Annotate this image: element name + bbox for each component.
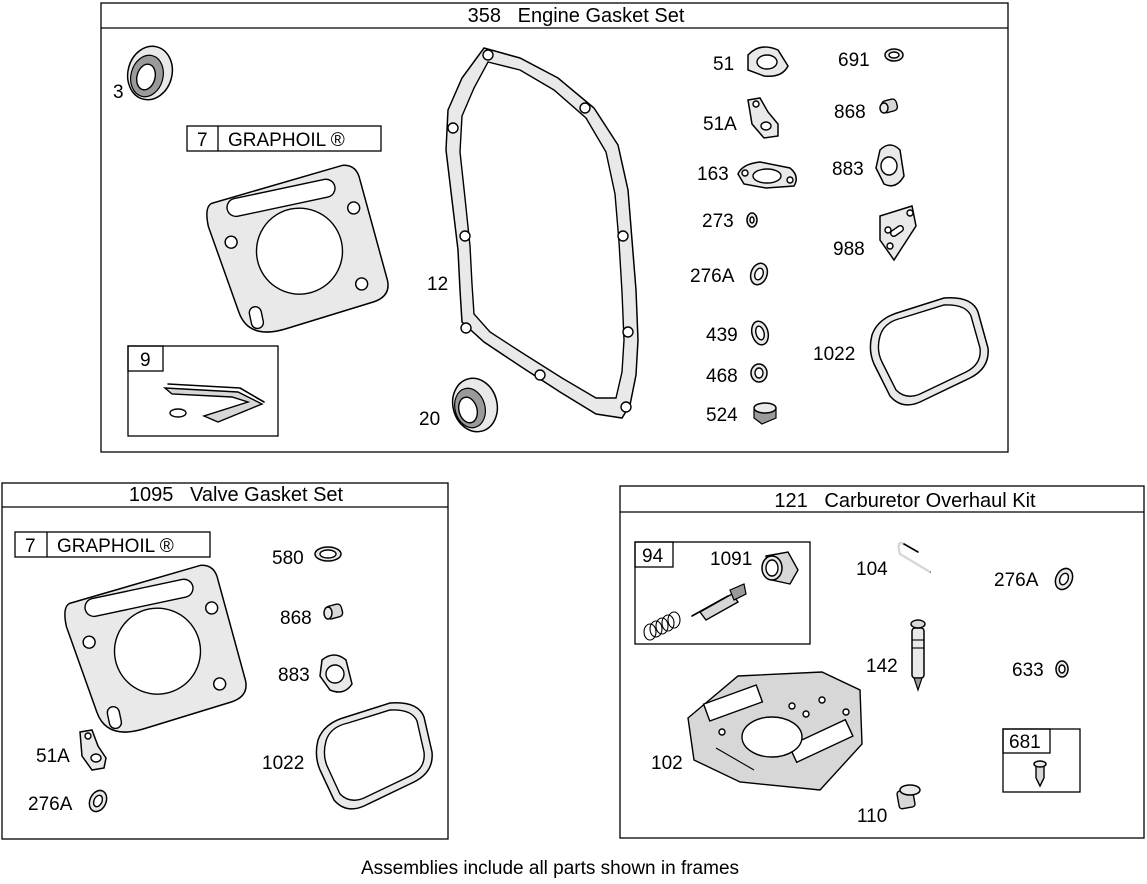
label-51a-2: 51A [36,746,70,767]
part-51-gasket [747,46,789,78]
part-988-gasket [879,205,917,262]
carburetor-kit-title: 121 Carburetor Overhaul Kit [774,490,1036,512]
sub-kit-681-number: 681 [1009,732,1041,753]
part-163-gasket [737,161,797,189]
label-20: 20 [419,409,440,430]
part-51a-gasket [747,97,779,139]
mixture-screw [691,583,747,621]
part-12-crankcase-gasket [445,47,639,419]
label-51: 51 [713,54,734,75]
label-468: 468 [706,366,738,387]
sub-kit-9-number: 9 [140,350,151,371]
label-142: 142 [866,656,898,677]
label-12: 12 [427,274,448,295]
part-580-washer [314,546,342,562]
label-883: 883 [832,159,864,180]
part-1091-choke [761,551,799,585]
part-276a-washer [749,262,769,286]
label-1091: 1091 [710,549,752,570]
label-276a-2: 276A [28,794,73,815]
part-51a-gasket-2 [79,729,107,771]
sub-kit-9-frame: 9 [127,345,279,437]
part-102-gasket [687,671,863,791]
sub-kit-94-frame: 94 [634,541,811,645]
graphoil-text: GRAPHOIL ® [228,130,345,151]
part-276a-washer-2 [88,789,108,813]
part-439-washer [750,320,770,346]
label-988: 988 [833,239,865,260]
label-110: 110 [857,806,887,827]
part-110-fitting [896,784,921,810]
part-883-gasket [875,144,905,187]
part-104-rod [897,541,931,574]
part-7-cylinder-head-gasket-2 [64,564,247,733]
sub-kit-681-frame: 681 [1002,728,1081,793]
label-691: 691 [838,50,870,71]
label-276a: 276A [690,266,735,287]
label-868-2: 868 [280,608,312,629]
graphoil-box-2: 7 GRAPHOIL ® [14,531,211,558]
part-3-oil-seal [126,45,174,101]
label-633: 633 [1012,660,1044,681]
footer-note: Assemblies include all parts shown in fr… [361,858,739,879]
part-20-oil-seal [451,377,499,433]
label-276a-3: 276A [994,570,1039,591]
label-51a: 51A [703,114,737,135]
carburetor-kit-frame: 121 Carburetor Overhaul Kit [619,485,1145,839]
part-273-washer [746,212,758,228]
label-883-2: 883 [278,665,310,686]
label-524: 524 [706,405,738,426]
part-868-seal [879,98,899,114]
engine-gasket-set-title: 358 Engine Gasket Set [468,5,685,27]
part-468-washer [750,363,768,383]
label-580: 580 [272,548,304,569]
label-163: 163 [697,164,729,185]
label-3: 3 [113,82,124,103]
part-1022-gasket [869,297,989,406]
part-276a-washer-3 [1054,567,1074,591]
part-633-washer [1055,660,1069,678]
graphoil-number-2: 7 [25,536,36,557]
part-1022-gasket-2 [315,702,433,810]
label-104: 104 [856,559,888,580]
part-524-plug [753,402,777,425]
graphoil-text-2: GRAPHOIL ® [57,536,174,557]
part-7-cylinder-head-gasket [206,164,389,333]
part-142-pin [910,619,926,692]
valve-gasket-set-title: 1095 Valve Gasket Set [129,484,344,506]
label-1022: 1022 [813,344,855,365]
label-273: 273 [702,211,734,232]
part-691-washer [884,48,904,62]
label-439: 439 [706,325,738,346]
sub-kit-94-number: 94 [642,546,664,567]
label-102: 102 [651,753,683,774]
spring [643,611,681,641]
label-868: 868 [834,102,866,123]
graphoil-box: 7 GRAPHOIL ® [186,125,382,152]
valve-gasket-set-frame: 1095 Valve Gasket Set [1,482,449,840]
label-1022-2: 1022 [262,753,304,774]
part-868-seal-2 [323,603,344,620]
engine-gasket-set-frame: 358 Engine Gasket Set [100,2,1009,453]
part-883-gasket-2 [319,654,353,693]
graphoil-number: 7 [197,130,208,151]
